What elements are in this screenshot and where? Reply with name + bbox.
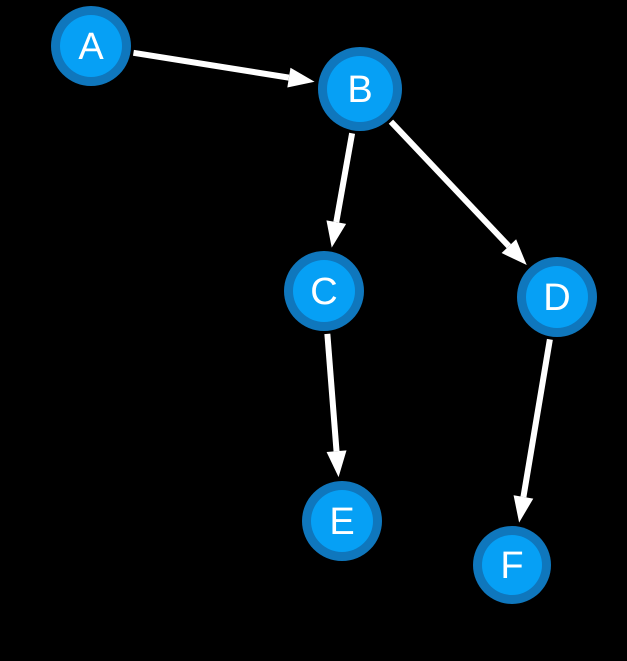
graph-node-c[interactable]: C <box>284 251 364 331</box>
edge-arrowhead <box>513 495 534 523</box>
node-fill <box>327 56 393 122</box>
edges-layer <box>132 49 553 523</box>
edge-line <box>324 333 340 452</box>
graph-node-b[interactable]: B <box>318 47 402 131</box>
graph-node-f[interactable]: F <box>473 526 551 604</box>
graph-edge <box>324 333 347 478</box>
edge-arrowhead <box>287 67 315 88</box>
node-fill <box>526 266 588 328</box>
node-fill <box>60 15 122 77</box>
node-label: F <box>500 545 523 587</box>
node-fill <box>293 260 355 322</box>
edge-arrowhead <box>326 220 347 248</box>
edge-line <box>520 338 553 498</box>
nodes-layer: A B C D E F <box>51 6 597 604</box>
graph-node-e[interactable]: E <box>302 481 382 561</box>
node-label: A <box>78 26 104 68</box>
graph-node-d[interactable]: D <box>517 257 597 337</box>
edge-line <box>388 119 512 249</box>
node-label: B <box>347 69 372 111</box>
node-fill <box>482 535 542 595</box>
edge-arrowhead <box>501 239 527 266</box>
node-fill <box>311 490 373 552</box>
node-label: C <box>310 271 337 313</box>
edge-line <box>333 132 356 223</box>
graph-edge <box>132 49 315 88</box>
edge-line <box>132 49 290 81</box>
node-label: D <box>543 277 570 319</box>
graph-edge <box>388 119 527 266</box>
graph-node-a[interactable]: A <box>51 6 131 86</box>
graph-edge <box>513 338 553 523</box>
node-label: E <box>329 501 354 543</box>
graph-edge <box>326 132 356 248</box>
edge-arrowhead <box>326 450 347 478</box>
